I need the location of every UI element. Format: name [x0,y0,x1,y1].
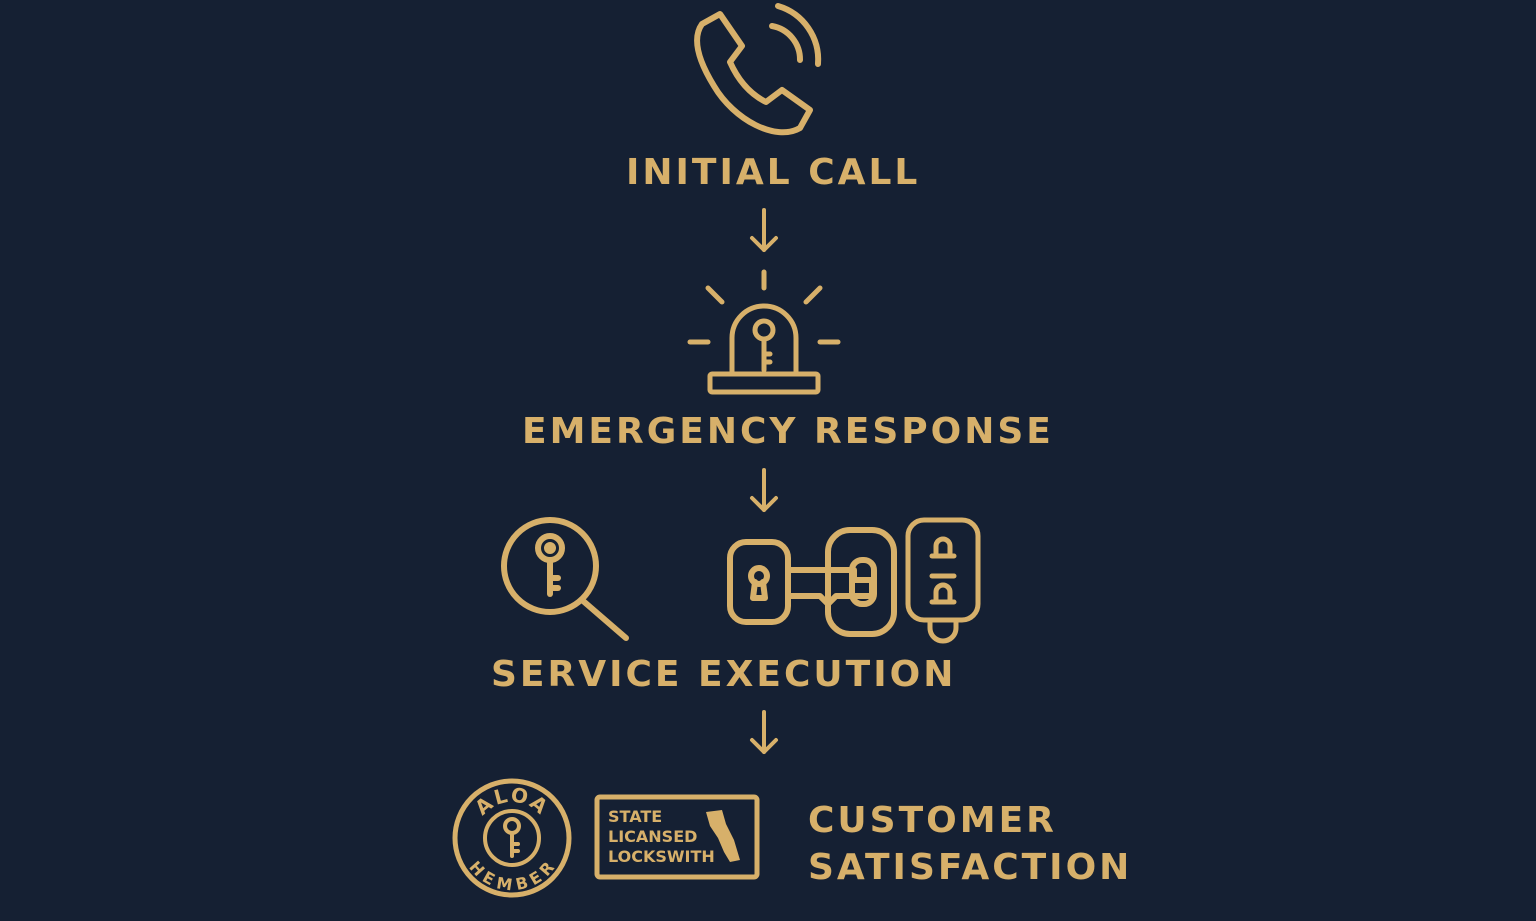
step-service-execution-title: SERVICE EXECUTION [491,654,957,695]
flow-arrow-1 [748,206,780,256]
svg-text:HEMBER: HEMBER [465,857,558,894]
step-customer-satisfaction-title: CUSTOMER SATISFACTION [808,797,1132,891]
step-emergency-response-title: EMERGENCY RESPONSE [522,411,1054,452]
step-initial-call-title: INITIAL CALL [626,152,921,193]
car-key-fob-icon [902,514,984,644]
customer-satisfaction-line-2: SATISFACTION [808,847,1133,888]
license-line-1: STATE [608,807,662,826]
aloa-member-badge-icon: ALOA HEMBER [450,776,574,900]
license-line-3: LOCKSWITH [608,847,715,866]
flow-arrow-2 [748,466,780,516]
lock-and-key-icon [724,520,900,642]
flow-arrow-3 [748,708,780,758]
alarm-siren-icon [684,266,844,400]
aloa-badge-bottom-text: HEMBER [465,857,557,894]
state-license-badge-icon: STATE LICANSED LOCKSWITH [594,794,762,880]
phone-icon [680,2,830,142]
license-line-2: LICANSED [608,827,697,846]
key-search-icon [498,510,638,650]
customer-satisfaction-line-1: CUSTOMER [808,800,1057,841]
